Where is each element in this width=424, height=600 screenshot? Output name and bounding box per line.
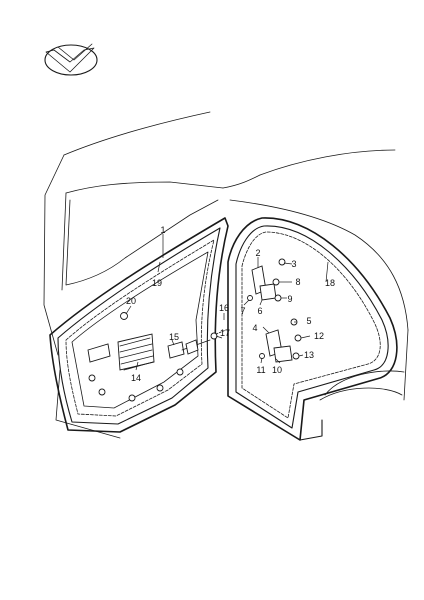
callout-8: 8	[295, 277, 300, 287]
car-body-outline	[43, 111, 409, 439]
callout-9: 9	[287, 294, 292, 304]
callout-13: 13	[304, 350, 314, 360]
sound-pad-part	[117, 333, 155, 371]
callout-18: 18	[325, 278, 335, 288]
callout-19: 19	[152, 278, 162, 288]
callout-1: 1	[160, 225, 165, 235]
callout-12: 12	[314, 331, 324, 341]
callout-2: 2	[255, 248, 260, 258]
upper-hinge-assembly	[247, 258, 286, 302]
callout-14: 14	[131, 373, 141, 383]
manufacturer-logo-icon	[44, 43, 98, 76]
callout-20: 20	[126, 296, 136, 306]
callout-16: 16	[219, 303, 229, 313]
callout-10: 10	[272, 365, 282, 375]
callout-leader-lines	[125, 234, 329, 371]
callout-3: 3	[291, 259, 296, 269]
lower-hinge-assembly	[259, 318, 302, 363]
callout-15: 15	[169, 332, 179, 342]
callout-11: 11	[256, 365, 265, 375]
callout-17: 17	[220, 328, 230, 338]
callout-4: 4	[252, 323, 257, 333]
callout-6: 6	[257, 306, 262, 316]
callout-7: 7	[240, 306, 245, 316]
rear-door-seal	[227, 217, 398, 441]
front-door-seal	[49, 217, 229, 433]
door-check-strap	[167, 329, 227, 359]
callout-5: 5	[306, 316, 311, 326]
